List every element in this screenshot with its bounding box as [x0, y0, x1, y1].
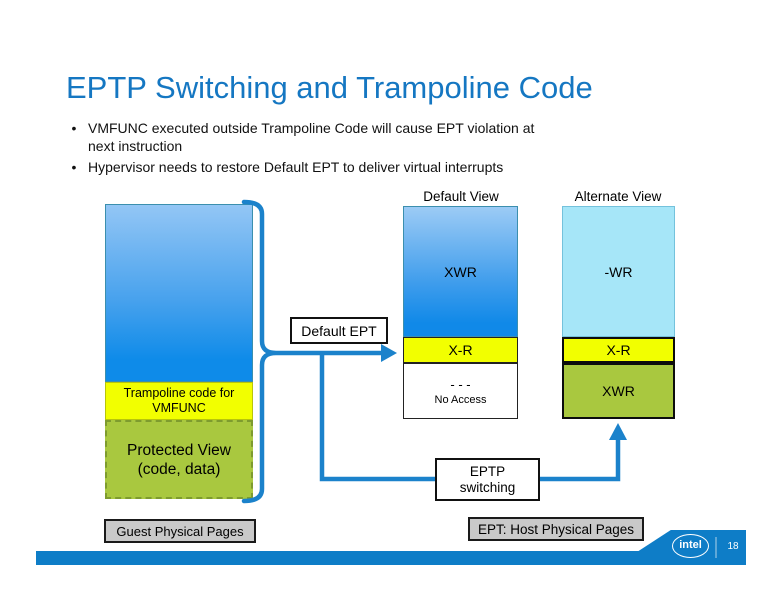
trampoline-code-region: Trampoline code for VMFUNC — [105, 382, 253, 420]
bullet-text: Hypervisor needs to restore Default EPT … — [88, 159, 504, 175]
intel-logo: intel — [672, 534, 709, 558]
default-ept-label: Default EPT — [290, 317, 388, 344]
noaccess-text: No Access — [434, 393, 487, 406]
bullet-text: VMFUNC executed outside Trampoline Code … — [88, 120, 535, 154]
ept-host-physical-pages-caption: EPT: Host Physical Pages — [468, 517, 644, 541]
slide-title: EPTP Switching and Trampoline Code — [66, 70, 593, 105]
default-view-title: Default View — [423, 189, 499, 204]
bullet-item: VMFUNC executed outside Trampoline Code … — [60, 119, 620, 155]
alternate-view-title: Alternate View — [574, 189, 662, 204]
protected-view-region: Protected View (code, data) — [105, 420, 253, 499]
alternate-view-xr-region: X-R — [562, 337, 675, 363]
default-view-xr-region: X-R — [403, 337, 518, 363]
right-arrowhead-icon — [381, 344, 397, 362]
default-view-column: XWR X-R - - - No Access — [403, 206, 518, 419]
guest-memory-stack: Trampoline code for VMFUNC Protected Vie… — [105, 204, 253, 499]
alternate-view-wr-region: -WR — [562, 206, 675, 337]
page-number: 18 — [727, 541, 739, 552]
bullet-item: Hypervisor needs to restore Default EPT … — [60, 158, 620, 176]
footer-bar — [36, 551, 746, 565]
intel-logo-text: intel — [679, 539, 702, 551]
guest-physical-pages-caption: Guest Physical Pages — [104, 519, 256, 543]
bullet-list: VMFUNC executed outside Trampoline Code … — [60, 119, 620, 179]
alternate-view-xwr-region: XWR — [562, 363, 675, 419]
guest-normal-pages-region — [105, 204, 253, 382]
alternate-view-column: -WR X-R XWR — [562, 206, 675, 419]
eptp-switching-label: EPTP switching — [435, 458, 540, 501]
up-arrowhead-icon — [609, 423, 627, 440]
footer-divider — [715, 537, 717, 558]
default-view-xwr-region: XWR — [403, 206, 518, 337]
noaccess-dashes: - - - — [450, 376, 471, 392]
default-view-noaccess-region: - - - No Access — [403, 363, 518, 419]
